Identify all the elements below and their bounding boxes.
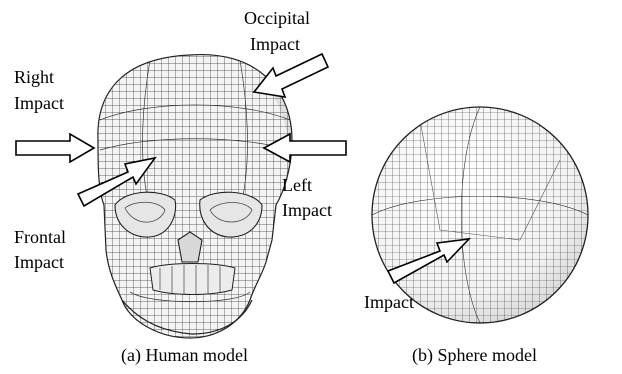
occipital-label-line2: Impact	[250, 34, 300, 55]
frontal-label-line2: Impact	[14, 252, 64, 273]
right-label-line1: Right	[14, 67, 54, 88]
right-impact-arrow	[16, 134, 94, 162]
sphere-impact-label: Impact	[364, 292, 414, 313]
right-label-line2: Impact	[14, 93, 64, 114]
occipital-label-line1: Occipital	[244, 8, 310, 29]
left-label-line1: Left	[282, 175, 312, 196]
left-label-line2: Impact	[282, 200, 332, 221]
caption-sphere-model: (b) Sphere model	[412, 345, 537, 366]
caption-human-model: (a) Human model	[121, 345, 248, 366]
frontal-label-line1: Frontal	[14, 227, 66, 248]
